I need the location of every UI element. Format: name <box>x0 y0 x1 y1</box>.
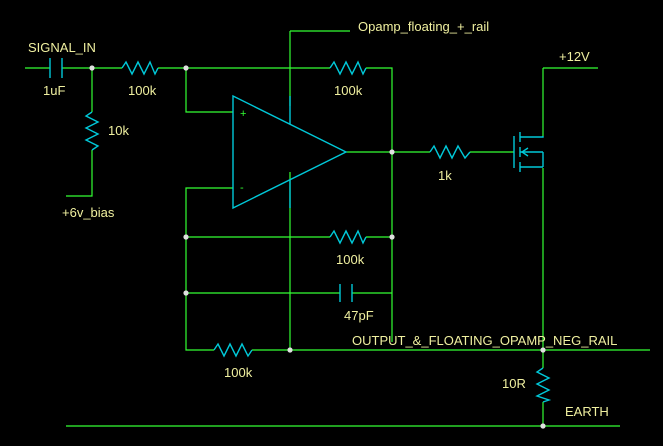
r-sense-value: 10R <box>502 376 526 391</box>
r-in-value: 100k <box>128 83 157 98</box>
c-fb-value: 47pF <box>344 308 374 323</box>
input-resistor[interactable] <box>121 60 159 76</box>
feedback-resistor-middle[interactable] <box>329 229 367 245</box>
bias-label: +6v_bias <box>62 205 115 220</box>
r-bias-value: 10k <box>108 123 129 138</box>
input-capacitor[interactable] <box>49 58 63 78</box>
sense-resistor[interactable] <box>535 367 552 403</box>
opamp-minus-sign: - <box>240 182 244 194</box>
gate-resistor[interactable] <box>429 144 471 160</box>
r-fb-mid-value: 100k <box>336 252 365 267</box>
bias-resistor[interactable] <box>84 111 100 151</box>
v12-label: +12V <box>559 49 590 64</box>
junctions <box>89 65 546 429</box>
bottom-resistor[interactable] <box>213 342 253 358</box>
feedback-resistor-top[interactable] <box>329 60 367 76</box>
r-fb-top-value: 100k <box>334 83 363 98</box>
r-bottom-value: 100k <box>224 365 253 380</box>
opamp[interactable] <box>232 94 348 210</box>
neg-rail-label: OUTPUT_&_FLOATING_OPAMP_NEG_RAIL <box>352 333 617 348</box>
signal-in-label: SIGNAL_IN <box>28 40 96 55</box>
r-gate-value: 1k <box>438 168 452 183</box>
feedback-capacitor[interactable] <box>339 284 353 302</box>
c-in-value: 1uF <box>43 83 65 98</box>
opamp-plus-sign: + <box>240 108 246 120</box>
mosfet[interactable] <box>513 132 544 172</box>
earth-label: EARTH <box>565 404 609 419</box>
opamp-pos-rail-label: Opamp_floating_+_rail <box>358 19 489 34</box>
